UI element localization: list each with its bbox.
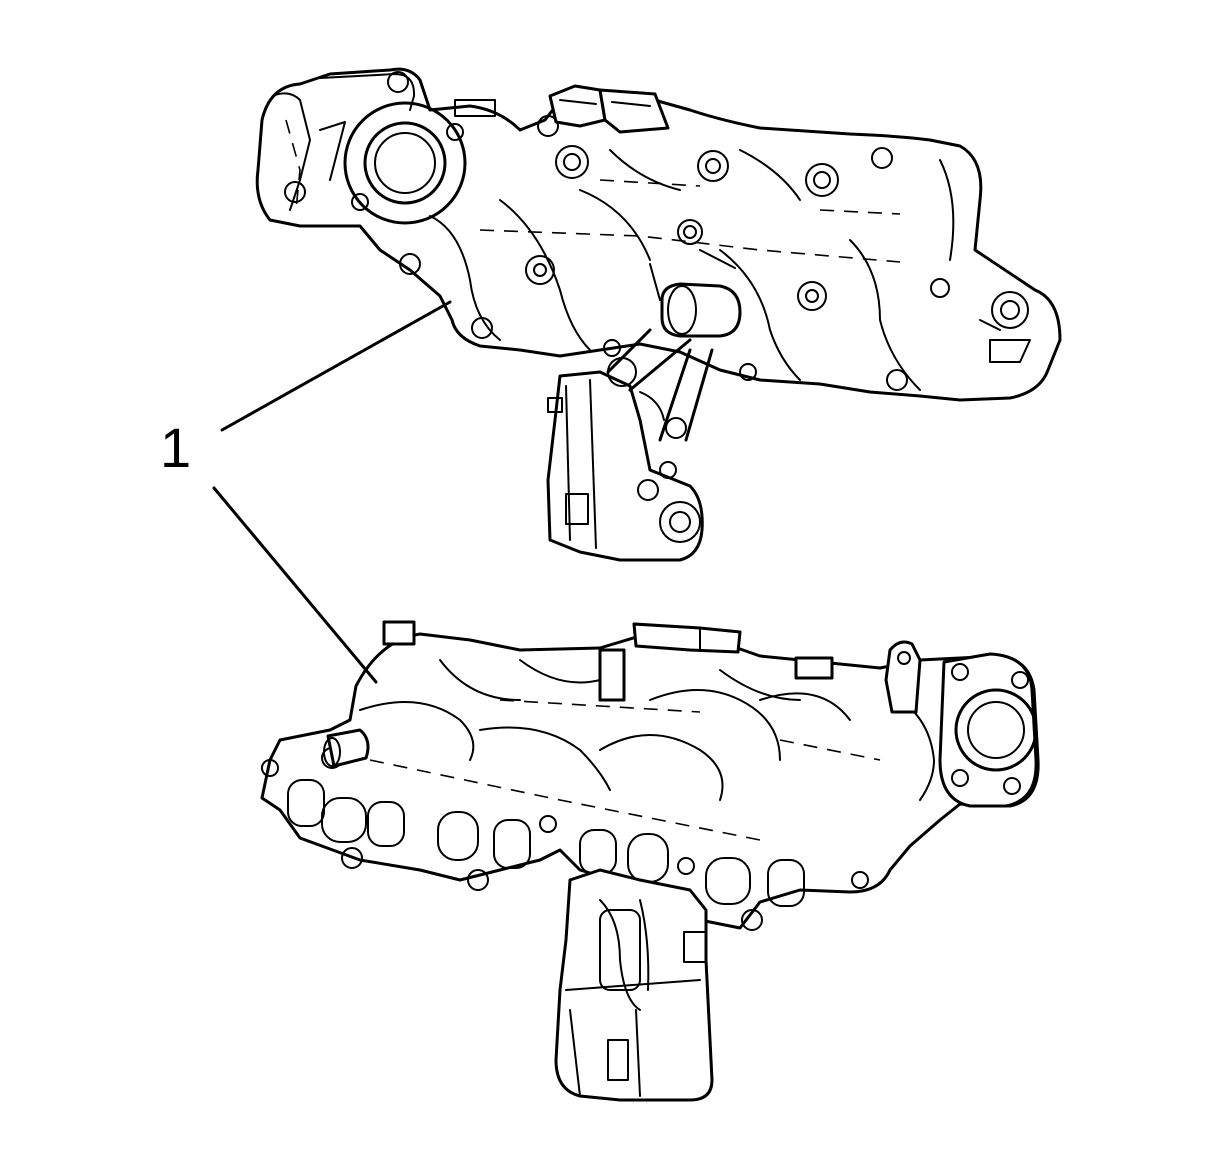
callout-label-1: 1 xyxy=(160,416,192,479)
lower-intake-manifold xyxy=(260,620,1040,931)
upper-actuator xyxy=(546,328,714,562)
upper-intake-manifold xyxy=(255,67,1062,402)
callout-leaders xyxy=(212,300,452,684)
lower-actuator xyxy=(554,868,714,1102)
